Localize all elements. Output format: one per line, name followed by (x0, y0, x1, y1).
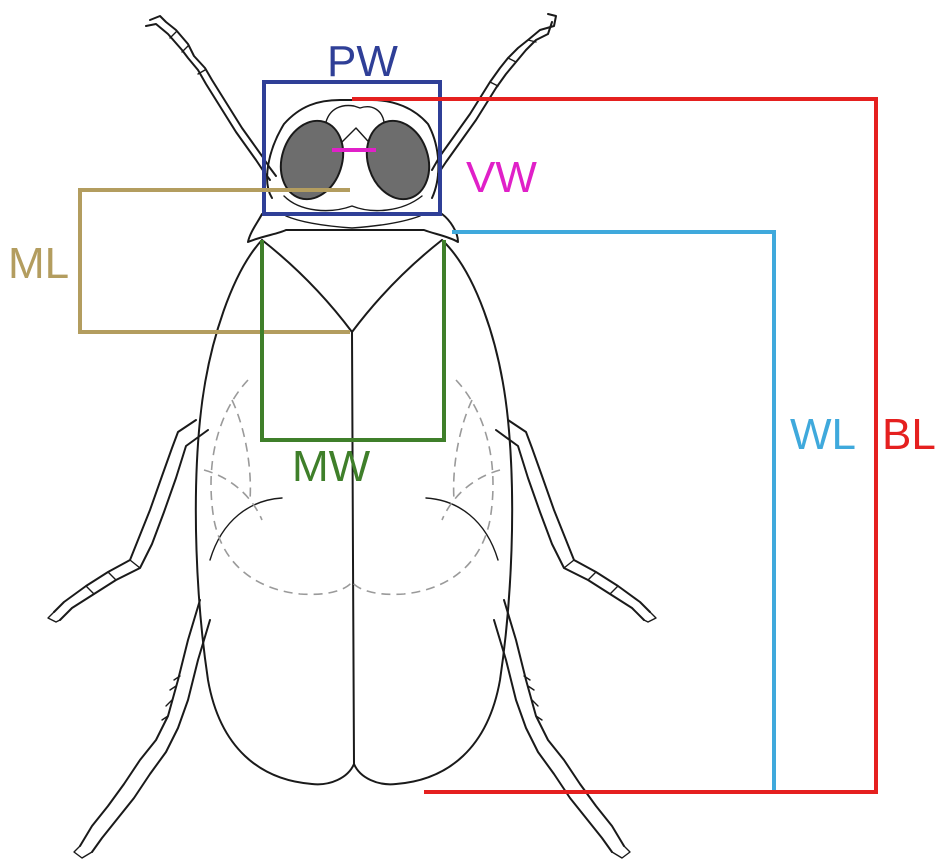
right-antenna (432, 14, 556, 174)
front-left-leg (48, 420, 208, 622)
wl-bracket (452, 232, 774, 792)
ml-label: ML (8, 239, 69, 288)
hind-left-leg (74, 600, 210, 858)
measurement-labels: PW VW ML MW WL BL (8, 37, 936, 491)
front-right-leg (496, 420, 656, 622)
right-eye (357, 113, 439, 208)
hind-right-leg (494, 600, 630, 858)
scutellum (262, 240, 442, 332)
left-antenna (146, 16, 276, 180)
mw-label: MW (292, 442, 371, 491)
pw-label: PW (327, 37, 398, 86)
pronotum (248, 214, 458, 242)
wings (196, 240, 512, 784)
vw-label: VW (466, 153, 537, 202)
bl-label: BL (882, 410, 936, 459)
ml-bracket (80, 190, 350, 332)
head (267, 100, 439, 211)
insect-illustration (48, 14, 656, 858)
wl-label: WL (790, 410, 856, 459)
